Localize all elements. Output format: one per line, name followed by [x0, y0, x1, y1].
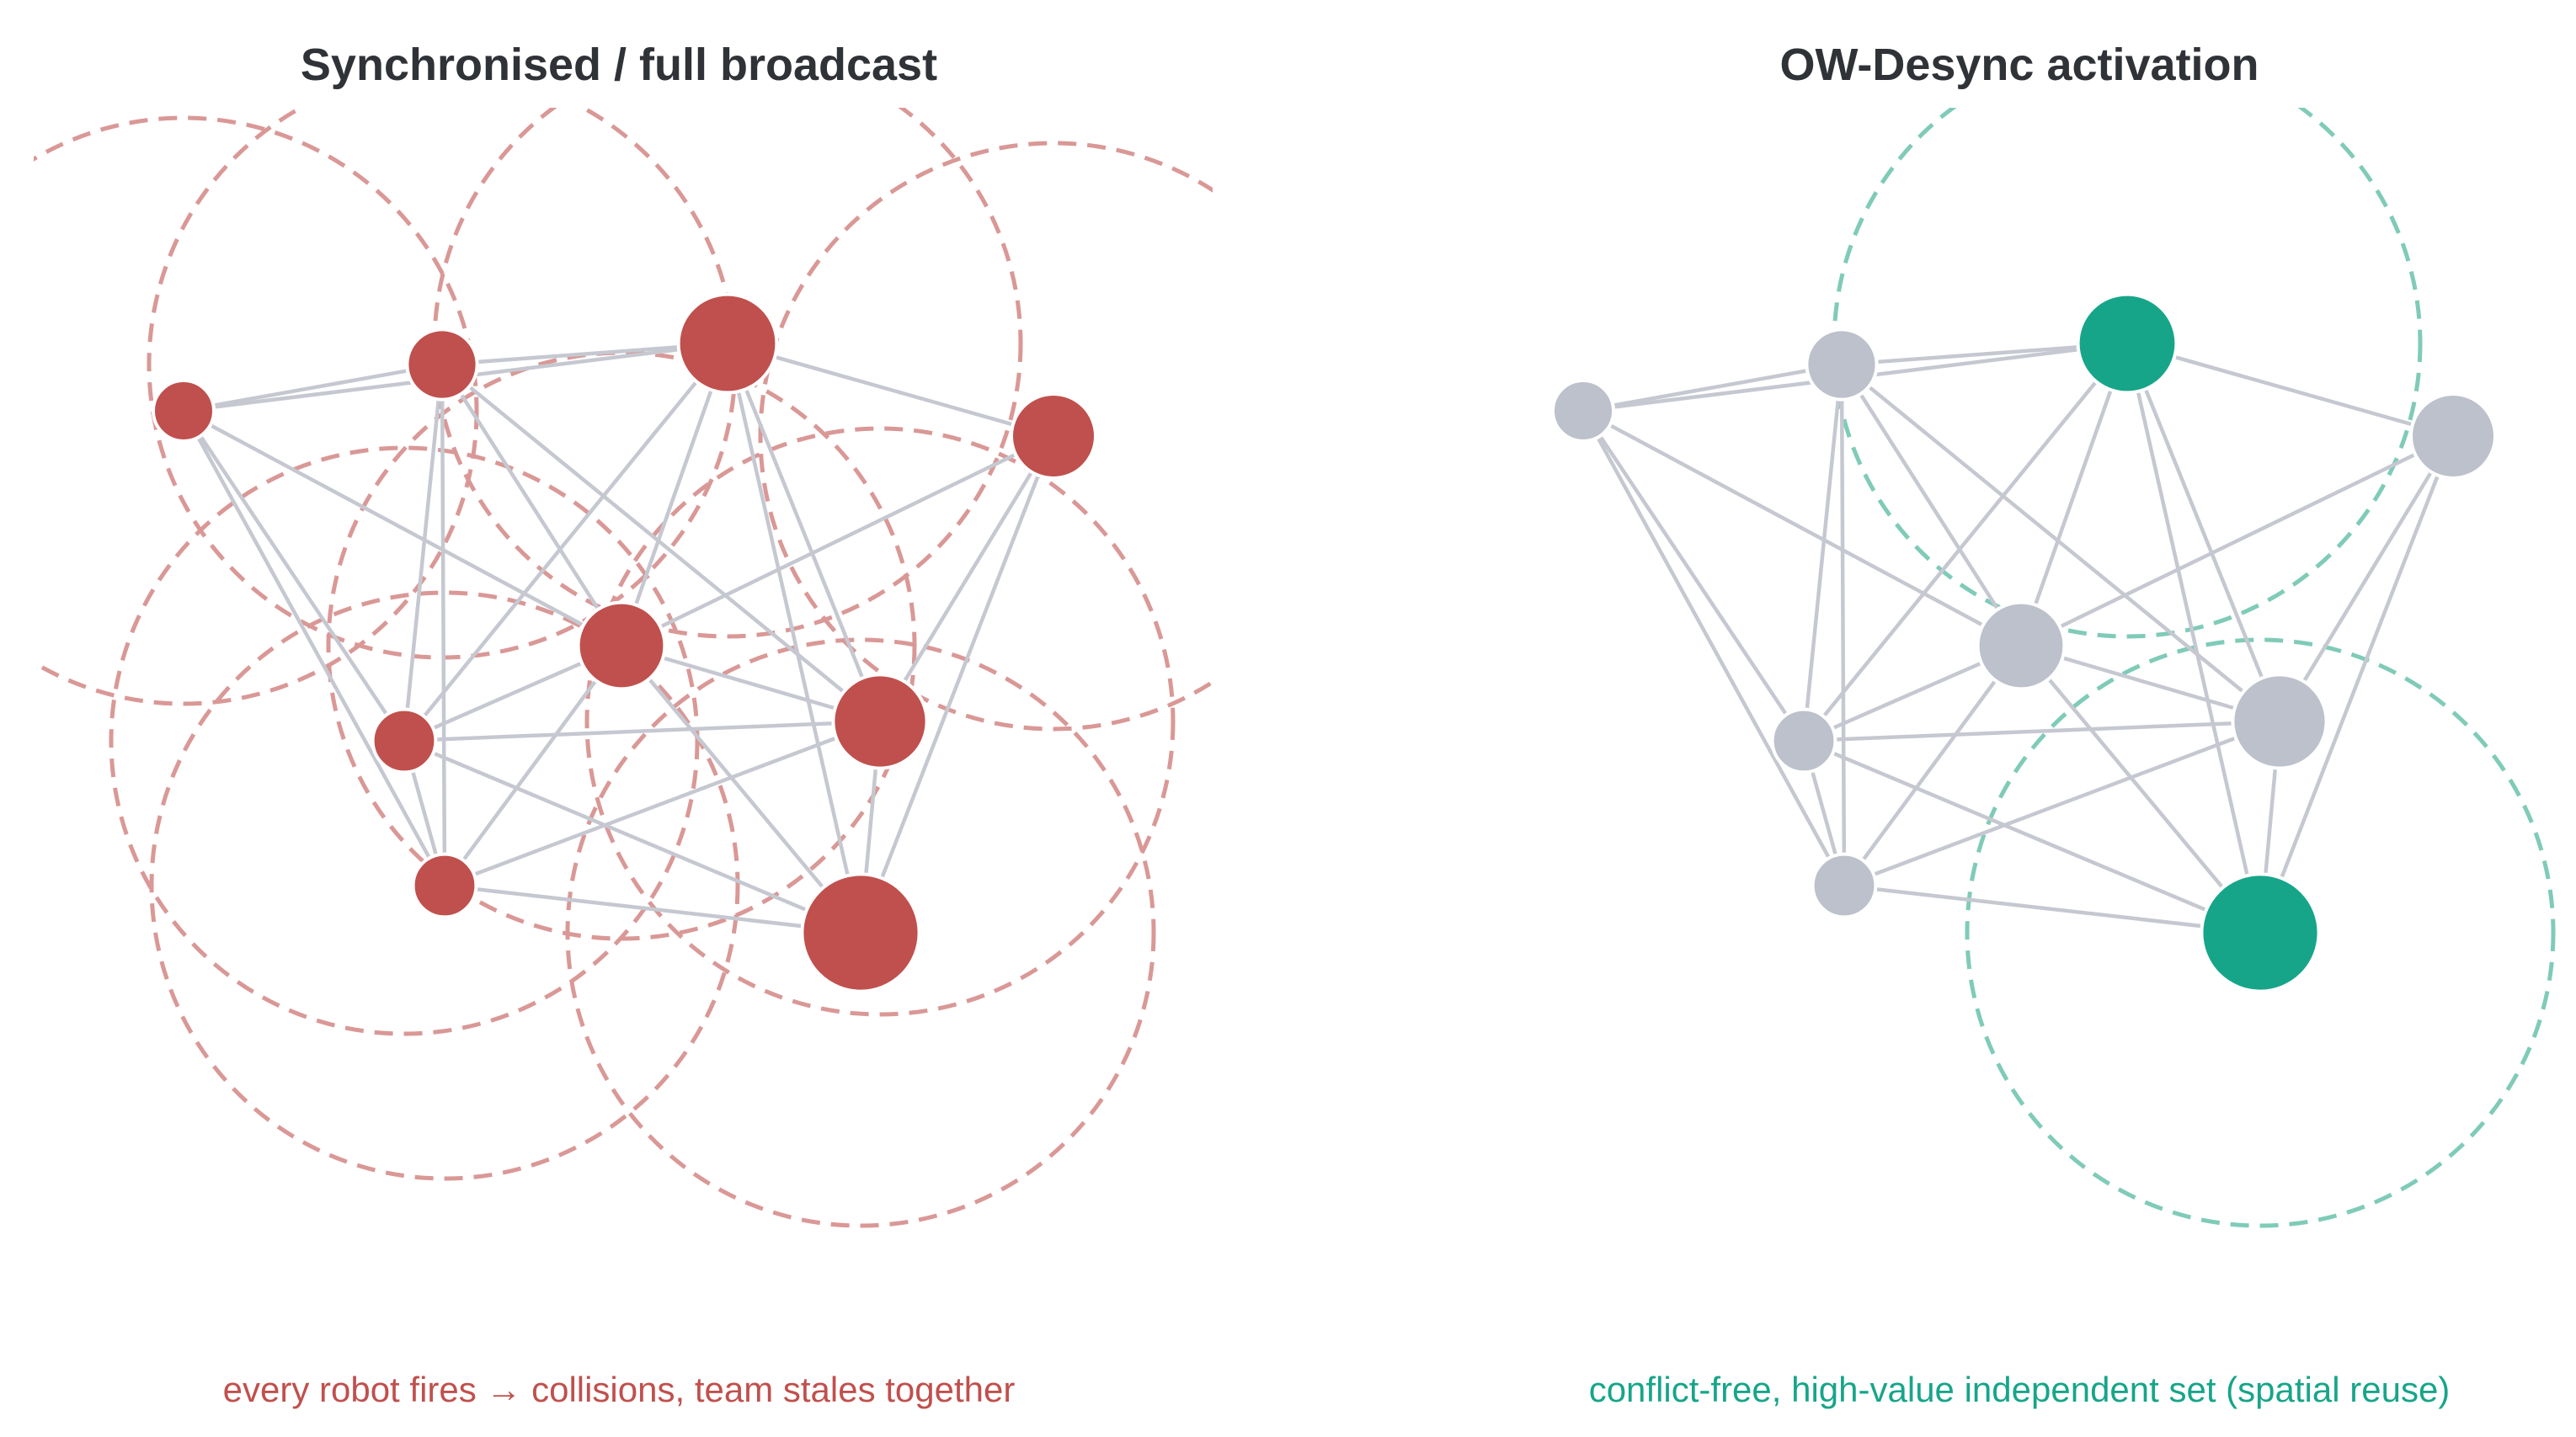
sync-robot-node-n8: [411, 852, 478, 919]
desync-edge-n6-n7: [1803, 719, 2280, 743]
desync-edge-n2-n6: [1801, 364, 1844, 742]
sync-edges: [182, 341, 1056, 935]
sync-panel-title: Synchronised / full broadcast: [301, 40, 937, 90]
desync-robot-node-n1: [1551, 379, 1615, 443]
sync-edge-n3-n7: [725, 343, 883, 722]
desync-edge-n2-n7: [1840, 363, 2281, 723]
sync-range-circles: [34, 108, 1213, 1228]
desync-robot-node-n6: [1770, 707, 1837, 774]
sync-edge-n7-n8: [444, 719, 881, 888]
sync-edge-n1-n5: [182, 409, 623, 647]
sync-edge-n4-n9: [858, 435, 1056, 934]
sync-edge-n2-n7: [440, 363, 882, 723]
sync-robot-node-n7: [831, 673, 929, 770]
desync-robot-node-n8: [1811, 852, 1878, 919]
sync-range-n4: [758, 141, 1213, 732]
sync-range-n9: [565, 637, 1156, 1228]
desync-edge-n7-n8: [1843, 719, 2280, 888]
desync-edge-n4-n5: [2020, 434, 2454, 648]
desync-panel: OW-Desync activation conflict-free, high…: [1551, 40, 2556, 1409]
desync-robot-node-n5: [1976, 600, 2067, 691]
sync-edge-n3-n5: [619, 343, 730, 647]
desync-edge-n3-n9: [2125, 343, 2263, 934]
sync-edge-n8-n9: [444, 883, 861, 935]
desync-nodes: [1551, 292, 2497, 993]
desync-edge-n4-n7: [2278, 434, 2455, 723]
sync-robot-node-n9: [800, 872, 921, 993]
sync-edge-n4-n7: [878, 434, 1055, 723]
sync-edge-n2-n6: [402, 364, 445, 742]
desync-panel-caption: conflict-free, high-value independent se…: [1589, 1370, 2451, 1409]
desync-robot-node-n4: [2409, 392, 2497, 480]
desync-edge-n2-n5: [1840, 363, 2023, 647]
sync-edge-n2-n8: [440, 364, 447, 886]
sync-panel-caption: every robot fires → collisions, team sta…: [223, 1370, 1016, 1409]
sync-edge-n3-n6: [403, 342, 729, 742]
sync-range-n8: [149, 590, 740, 1181]
sync-edge-n6-n9: [403, 738, 861, 935]
sync-edge-n6-n7: [403, 719, 881, 743]
desync-edge-n5-n9: [2019, 644, 2262, 934]
desync-edges: [1581, 341, 2456, 935]
sync-edge-n2-n5: [440, 363, 623, 647]
sync-edge-n3-n9: [725, 343, 863, 934]
desync-edge-n3-n7: [2125, 343, 2282, 722]
sync-robot-node-n1: [152, 379, 216, 443]
sync-nodes: [152, 292, 1097, 993]
sync-edge-n5-n8: [443, 644, 623, 887]
desync-robot-node-n3: [2076, 292, 2179, 395]
sync-range-n7: [584, 426, 1176, 1017]
desync-edge-n8-n9: [1843, 883, 2261, 935]
sync-edge-n1-n6: [182, 409, 406, 742]
desync-panel-title: OW-Desync activation: [1779, 40, 2259, 90]
desync-edge-n3-n5: [2019, 343, 2130, 647]
desync-edge-n1-n5: [1581, 409, 2023, 647]
desync-edge-n3-n4: [2126, 341, 2454, 439]
desync-edge-n4-n9: [2258, 435, 2456, 934]
desync-edge-n3-n6: [1802, 342, 2129, 742]
sync-edge-n5-n9: [620, 644, 862, 934]
sync-panel: Synchronised / full broadcast every robo…: [34, 40, 1213, 1409]
desync-edge-n1-n2: [1582, 362, 1843, 413]
desync-edge-n2-n8: [1839, 364, 1847, 886]
desync-robot-node-n2: [1805, 327, 1879, 402]
desync-robot-node-n9: [2200, 872, 2321, 993]
sync-edge-n4-n5: [621, 434, 1054, 648]
desync-edge-n6-n9: [1803, 738, 2261, 935]
desync-edge-n5-n8: [1843, 644, 2023, 887]
sync-robot-node-n3: [676, 292, 779, 395]
desync-edge-n1-n6: [1581, 409, 1805, 742]
sync-range-n1: [34, 115, 479, 706]
sync-robot-node-n2: [405, 327, 479, 402]
desync-robot-node-n7: [2231, 673, 2328, 770]
sync-robot-node-n4: [1010, 392, 1097, 480]
sync-edge-n1-n2: [183, 362, 443, 413]
sync-edge-n3-n4: [727, 341, 1054, 439]
sync-edge-n1-n8: [182, 409, 446, 887]
sync-robot-node-n6: [371, 707, 438, 774]
desync-edge-n1-n8: [1581, 409, 1846, 887]
sync-robot-node-n5: [576, 600, 667, 691]
desync-range-n9: [1965, 637, 2556, 1228]
